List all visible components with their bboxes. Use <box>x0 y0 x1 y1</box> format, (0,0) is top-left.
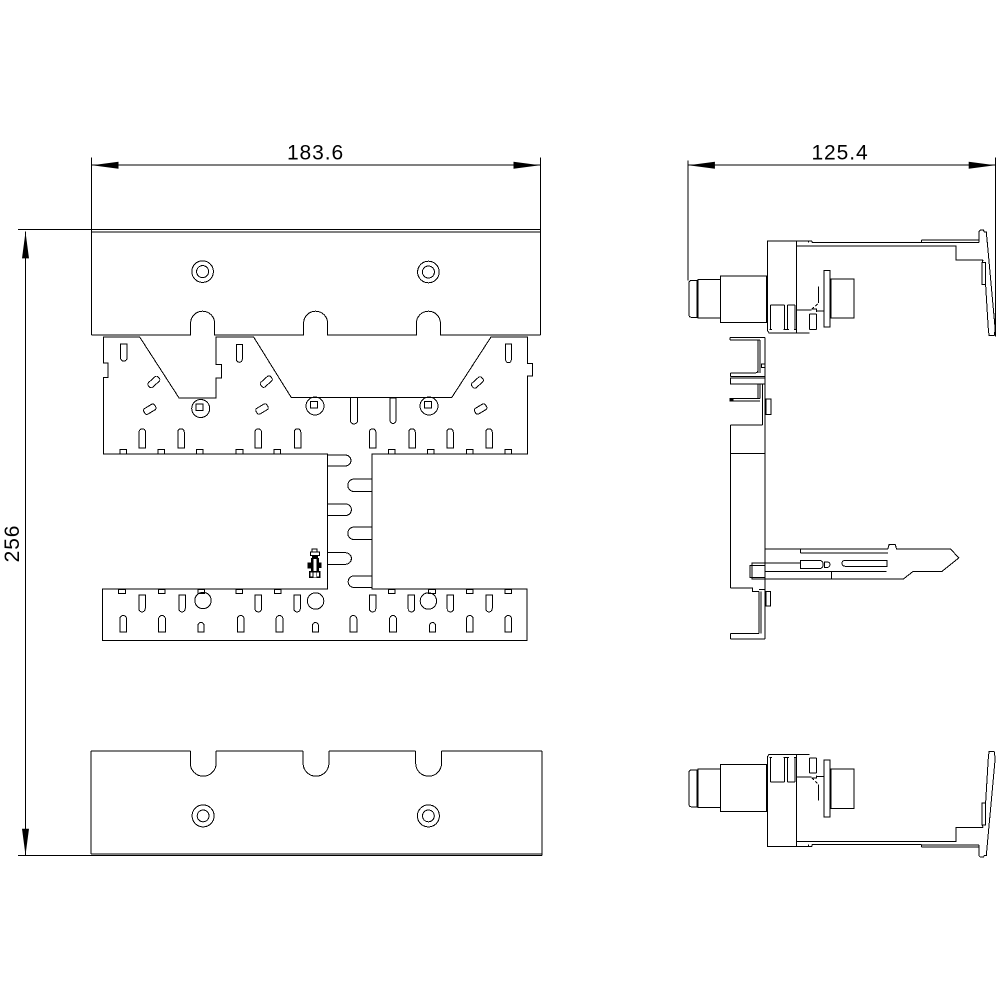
svg-text:125.4: 125.4 <box>811 141 868 164</box>
svg-text:183.6: 183.6 <box>287 141 344 164</box>
svg-text:256: 256 <box>1 525 24 563</box>
